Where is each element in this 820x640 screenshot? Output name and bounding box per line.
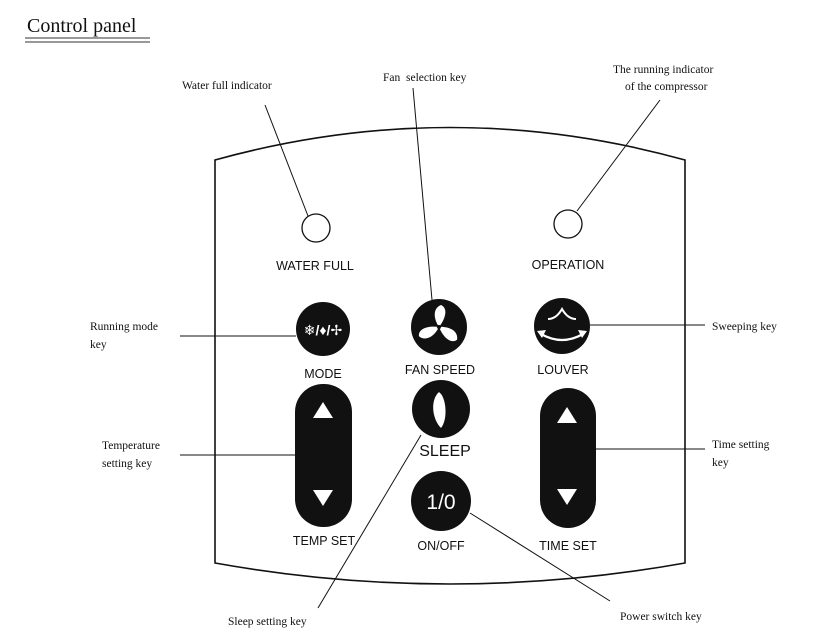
water-full-light: [301, 213, 331, 243]
leader-power: [469, 512, 611, 602]
temp-set-label: TEMP SET: [293, 534, 356, 548]
leader-sleep: [317, 434, 422, 609]
operation-label: OPERATION: [532, 258, 605, 272]
sleep-label: SLEEP: [419, 443, 471, 460]
mode-button[interactable]: ❄/♦/✢: [296, 302, 350, 356]
temp-set-body: [295, 384, 352, 527]
power-symbol: 1/0: [426, 491, 455, 514]
callout-temperature-line2: setting key: [102, 458, 152, 470]
callout-time-line1: Time setting: [712, 439, 770, 451]
callout-power: Power switch key: [620, 611, 702, 623]
time-down-arrow-icon[interactable]: [557, 489, 577, 505]
swing-arrows-icon: [537, 306, 587, 342]
operation-light: [553, 209, 583, 239]
temp-up-arrow-icon[interactable]: [313, 402, 333, 418]
on-off-label: ON/OFF: [417, 539, 465, 553]
callout-compressor-line1: The running indicator: [613, 64, 713, 76]
callout-time-line2: key: [712, 457, 729, 469]
louver-button[interactable]: [534, 298, 590, 354]
time-set-body: [540, 388, 596, 528]
callout-mode-line1: Running mode: [90, 321, 158, 333]
fan-speed-label: FAN SPEED: [405, 363, 475, 377]
moon-icon: [433, 392, 446, 428]
sleep-button[interactable]: [412, 380, 470, 438]
callout-fan-selection: Fan selection key: [383, 72, 467, 84]
water-full-label: WATER FULL: [276, 259, 354, 273]
louver-label: LOUVER: [537, 363, 588, 377]
power-button-face[interactable]: [411, 471, 471, 531]
fan-icon: [418, 305, 458, 342]
page-title: Control panel: [27, 15, 137, 37]
time-set-rocker: [540, 388, 596, 528]
mode-button-face[interactable]: [296, 302, 350, 356]
callout-sweeping: Sweeping key: [712, 321, 777, 333]
temp-set-rocker: [295, 384, 352, 527]
leader-operation: [576, 99, 661, 212]
mode-symbol-icon: ❄/♦/✢: [304, 322, 343, 338]
callout-mode-line2: key: [90, 339, 107, 351]
mode-label: MODE: [304, 367, 342, 381]
leader-water-full: [264, 104, 309, 217]
fan-speed-button[interactable]: [411, 299, 467, 355]
callout-compressor-line2: of the compressor: [625, 81, 708, 93]
callout-temperature-line1: Temperature: [102, 440, 160, 452]
power-button[interactable]: 1/0: [411, 471, 471, 531]
time-up-arrow-icon[interactable]: [557, 407, 577, 423]
leader-fan-speed: [412, 87, 433, 301]
callout-sleep: Sleep setting key: [228, 616, 307, 628]
leader-lines: [180, 87, 705, 609]
callout-water-full: Water full indicator: [182, 80, 272, 92]
time-set-label: TIME SET: [539, 539, 597, 553]
louver-button-face[interactable]: [534, 298, 590, 354]
temp-down-arrow-icon[interactable]: [313, 490, 333, 506]
